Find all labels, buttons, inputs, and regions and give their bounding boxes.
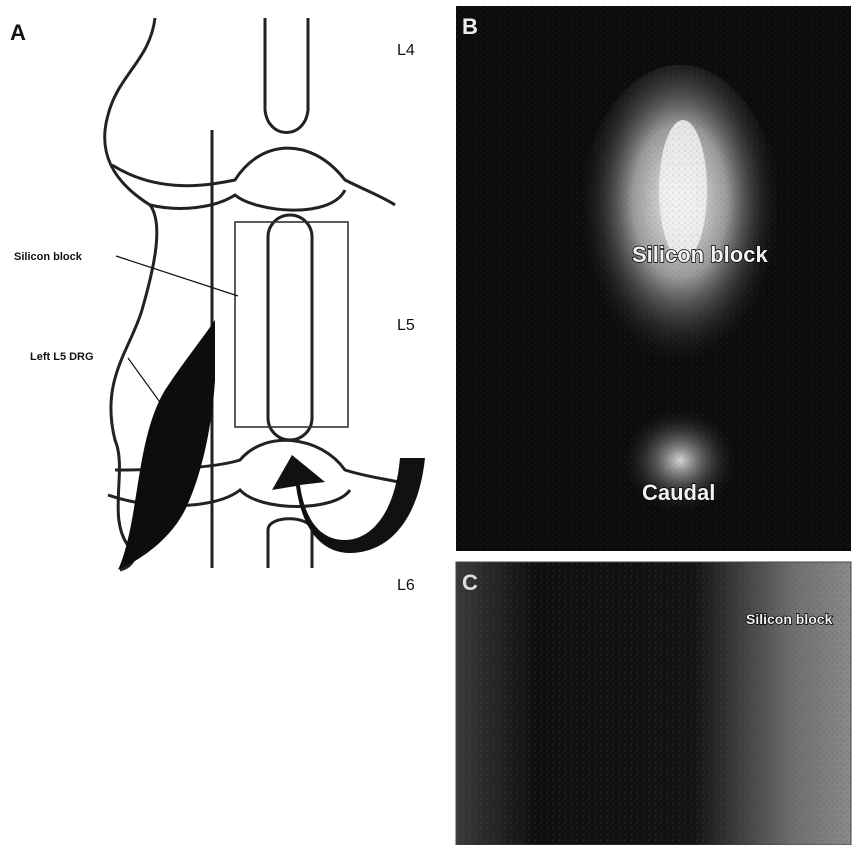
l6-vertebra (268, 519, 312, 568)
l6-label: L6 (397, 577, 415, 594)
panel-c-photo: C Silicon block (456, 562, 851, 845)
silicon-block-leader (116, 256, 238, 296)
drg-shape (118, 320, 215, 570)
panel-b-caudal-label: Caudal (642, 480, 715, 505)
silicon-block-rect (235, 222, 348, 427)
panel-c-silicon-label: Silicon block (746, 611, 833, 627)
panel-a-schematic: A L4 L5 L6 Silicon block Left L5 DRG (10, 18, 425, 594)
silicon-block-annotation: Silicon block (14, 251, 83, 263)
panel-b-silicon-label: Silicon block (632, 242, 768, 267)
l5-label: L5 (397, 317, 415, 334)
panel-c-letter: C (462, 570, 478, 595)
drg-leader (128, 358, 162, 405)
panel-b-letter: B (462, 14, 478, 39)
drg-annotation: Left L5 DRG (30, 351, 94, 363)
l4-vertebra (265, 18, 308, 133)
l4-label: L4 (397, 42, 415, 59)
panel-b-photo: B Silicon block Caudal (456, 6, 851, 551)
panel-b-grain (456, 6, 851, 551)
panel-c-grain (456, 562, 851, 845)
l4-l5-disc (112, 148, 395, 210)
l5-vertebra (268, 215, 312, 440)
panel-a-letter: A (10, 20, 26, 45)
